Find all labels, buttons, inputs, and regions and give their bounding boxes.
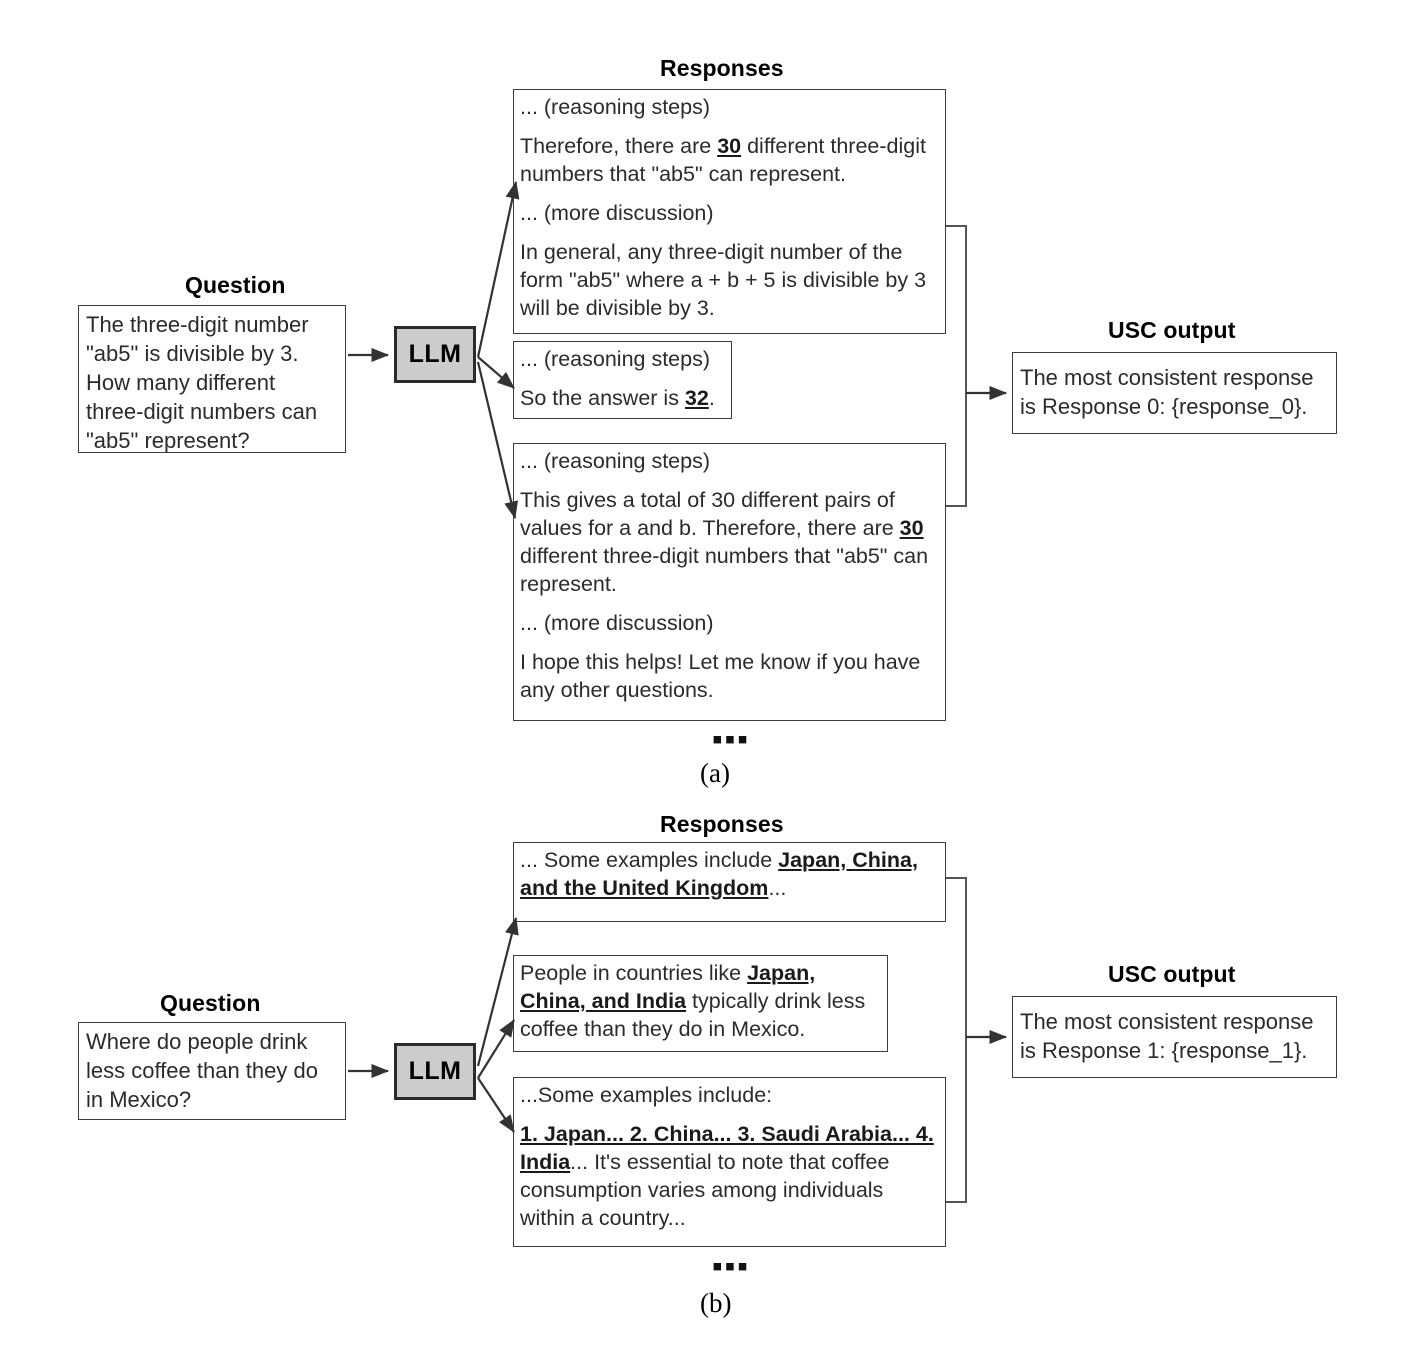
bracket-responses-b <box>946 877 967 1203</box>
responses-ellipsis-a: ▪▪▪ <box>712 723 750 756</box>
response-b-1-bold: Japan, China, and India <box>520 961 816 1013</box>
usc-heading-b: USC output <box>1108 961 1236 987</box>
response-b-2-suffix: ... It's essential to note that coffee c… <box>520 1149 890 1230</box>
question-text-b: Where do people drink less coffee than t… <box>86 1029 318 1113</box>
response-box-b-0: ... Some examples include Japan, China, … <box>513 842 946 922</box>
llm-node-a: LLM <box>394 326 476 383</box>
usc-output-box-a: The most consistent response is Response… <box>1012 352 1337 434</box>
question-box-b: Where do people drink less coffee than t… <box>78 1022 346 1120</box>
response-a-2-line-1: This gives a total of 30 different pairs… <box>520 487 929 596</box>
usc-output-text-a: The most consistent response is Response… <box>1020 365 1314 420</box>
usc-output-text-b: The most consistent response is Response… <box>1020 1009 1314 1064</box>
response-a-2-line-0: ... (reasoning steps) <box>520 449 711 473</box>
response-box-a-2: ... (reasoning steps) This gives a total… <box>513 443 946 721</box>
responses-heading-a: Responses <box>660 55 784 81</box>
highlight-30b: 30 <box>899 515 924 540</box>
question-text-a: The three-digit number "ab5" is divisibl… <box>86 312 318 454</box>
response-box-b-2: ...Some examples include: 1. Japan... 2.… <box>513 1077 946 1247</box>
arrow-llm-to-response-a-2 <box>476 361 519 520</box>
responses-ellipsis-b: ▪▪▪ <box>712 1250 750 1283</box>
response-b-0-suffix: ... <box>768 875 787 900</box>
response-box-a-0: ... (reasoning steps) Therefore, there a… <box>513 89 946 334</box>
question-box-a: The three-digit number "ab5" is divisibl… <box>78 305 346 453</box>
response-b-0-bold: Japan, China, and the United Kingdom <box>520 848 918 900</box>
response-b-2-bold: 1. Japan... 2. China... 3. Saudi Arabia.… <box>520 1121 934 1174</box>
response-b-1-suffix: typically drink less coffee than they do… <box>520 988 866 1041</box>
usc-heading-a: USC output <box>1108 317 1236 343</box>
panel-caption-b: (b) <box>700 1288 732 1318</box>
response-a-0-line-3: In general, any three-digit number of th… <box>520 239 927 320</box>
usc-output-box-b: The most consistent response is Response… <box>1012 996 1337 1078</box>
response-a-0-line-2: ... (more discussion) <box>520 200 714 225</box>
response-b-2-prefix: ...Some examples include: <box>520 1083 773 1107</box>
response-a-2-line-3: I hope this helps! Let me know if you ha… <box>520 649 921 702</box>
response-b-0-prefix: ... Some examples include <box>520 848 779 872</box>
bracket-responses-a <box>946 225 967 507</box>
responses-heading-b: Responses <box>660 811 784 837</box>
arrow-llm-to-response-b-1 <box>477 1019 515 1079</box>
response-box-a-1: ... (reasoning steps) So the answer is 3… <box>513 341 732 419</box>
llm-node-b: LLM <box>394 1043 476 1100</box>
response-a-1-line-1: So the answer is 32. <box>520 385 715 410</box>
response-a-1-line-0: ... (reasoning steps) <box>520 347 711 371</box>
highlight-32: 32 <box>684 385 709 410</box>
arrow-llm-to-response-a-0 <box>476 180 520 358</box>
response-a-0-line-0: ... (reasoning steps) <box>520 95 711 119</box>
arrow-llm-to-response-b-2 <box>477 1077 515 1133</box>
response-b-1-text: People in countries like Japan, China, a… <box>520 960 881 1044</box>
response-box-b-1: People in countries like Japan, China, a… <box>513 955 888 1052</box>
response-a-2-line-2: ... (more discussion) <box>520 610 714 635</box>
question-heading-b: Question <box>160 990 261 1016</box>
arrow-llm-to-response-a-1 <box>477 356 515 389</box>
response-b-1-prefix: People in countries like <box>520 961 748 985</box>
panel-caption-a: (a) <box>700 758 730 788</box>
response-a-0-line-1: Therefore, there are 30 different three-… <box>520 133 926 186</box>
response-b-0-text: ... Some examples include Japan, China, … <box>520 847 939 903</box>
question-heading-a: Question <box>185 272 286 298</box>
response-b-2-text: 1. Japan... 2. China... 3. Saudi Arabia.… <box>520 1121 939 1233</box>
highlight-30: 30 <box>717 133 742 158</box>
arrow-llm-to-response-b-0 <box>476 916 519 1067</box>
